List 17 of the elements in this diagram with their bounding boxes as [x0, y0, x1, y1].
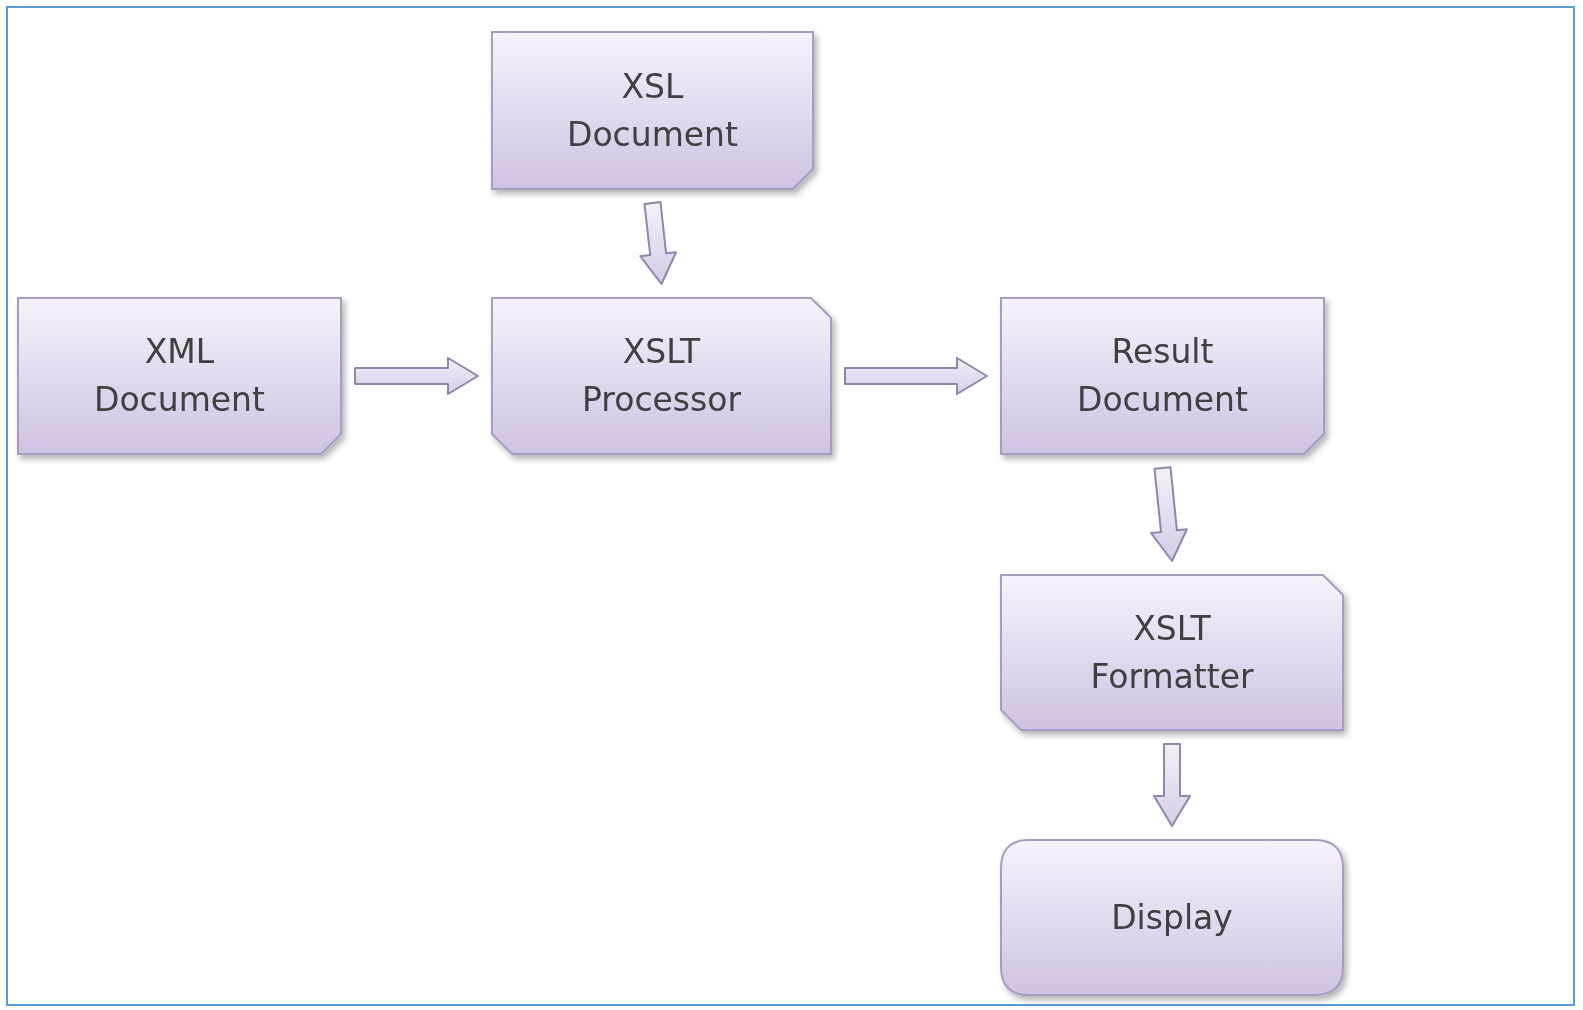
- block-arrow: [354, 357, 479, 395]
- node-label: XSL Document: [567, 65, 738, 156]
- node-label: XML Document: [94, 331, 265, 421]
- node-label: XSLT Processor: [582, 331, 741, 421]
- document-box: [1001, 575, 1343, 730]
- document-box: [18, 298, 341, 454]
- block-arrow: [639, 201, 678, 285]
- document-box: [1001, 840, 1343, 995]
- block-arrow: [1153, 743, 1191, 827]
- document-box: [492, 32, 813, 189]
- document-box: [492, 298, 831, 454]
- node-label: Display: [1111, 896, 1233, 939]
- node-label: Result Document: [1077, 331, 1248, 421]
- node-label: XSLT Formatter: [1090, 607, 1254, 698]
- block-arrow: [1150, 466, 1188, 562]
- document-box: [1001, 298, 1324, 454]
- block-arrow: [844, 357, 988, 395]
